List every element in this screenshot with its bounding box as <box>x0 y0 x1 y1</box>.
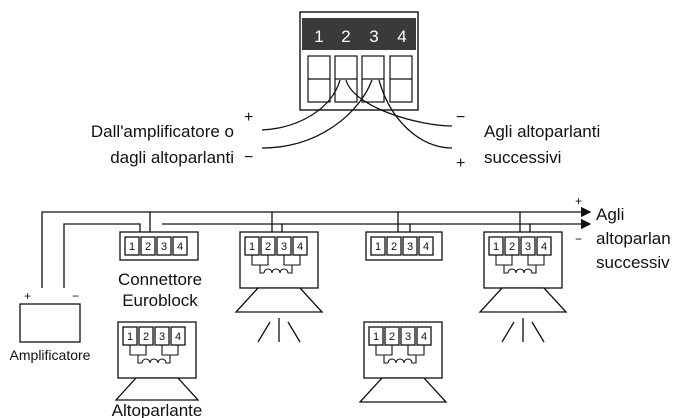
middle-cell-2: 2 <box>391 241 397 253</box>
pin-3: 3 <box>369 27 378 46</box>
speaker-4-cell-1: 1 <box>373 331 379 343</box>
to-speakers-label-2: successivi <box>484 148 561 167</box>
top-left-plus: + <box>244 109 253 126</box>
euroblock-cell-3: 3 <box>161 241 167 253</box>
middle-cell-1: 1 <box>375 241 381 253</box>
out-label-2: altoparlan <box>596 229 671 248</box>
speaker-4-cell-2: 2 <box>389 331 395 343</box>
top-left-minus: − <box>244 149 253 166</box>
speaker-4: 1 2 3 4 <box>358 321 448 403</box>
out-minus: − <box>575 232 582 246</box>
out-label-3: successiv <box>596 253 670 272</box>
euroblock-cell-2: 2 <box>145 241 151 253</box>
speaker-label: Altoparlante <box>112 401 203 418</box>
out-label-1: Agli <box>596 205 624 224</box>
speaker-1-cell-3: 3 <box>281 241 287 253</box>
to-speakers-label-1: Agli altoparlanti <box>484 122 600 141</box>
euroblock-cell-4: 4 <box>177 241 183 253</box>
pin-4: 4 <box>397 27 406 46</box>
euroblock-cell-1: 1 <box>129 241 135 253</box>
amplifier-label: Amplificatore <box>10 347 91 363</box>
top-euroblock-connector: 1 2 3 4 <box>299 11 419 111</box>
amplifier <box>19 303 81 343</box>
speaker-2-cell-4: 4 <box>541 241 547 253</box>
speaker-3-cell-4: 4 <box>175 331 181 343</box>
speaker-1-cell-2: 2 <box>265 241 271 253</box>
speaker-3-cell-3: 3 <box>159 331 165 343</box>
top-right-minus: − <box>456 109 465 126</box>
speaker-1: 1 2 3 4 <box>234 231 324 343</box>
euroblock-label-1: Connettore <box>118 270 202 289</box>
euroblock-connector: 1 2 3 4 <box>119 231 199 261</box>
middle-cell-3: 3 <box>407 241 413 253</box>
speaker-4-cell-4: 4 <box>421 331 427 343</box>
speaker-2: 1 2 3 4 <box>478 231 568 343</box>
speaker-2-cell-3: 3 <box>525 241 531 253</box>
pin-1: 1 <box>314 27 323 46</box>
out-plus: + <box>575 194 582 208</box>
speaker-1-cell-1: 1 <box>249 241 255 253</box>
pin-2: 2 <box>341 27 350 46</box>
amp-minus: − <box>72 289 79 303</box>
speaker-3-cell-2: 2 <box>143 331 149 343</box>
speaker-4-cell-3: 3 <box>405 331 411 343</box>
amp-plus: + <box>24 289 31 303</box>
top-right-plus: + <box>456 155 465 172</box>
bus-wires <box>41 206 592 288</box>
euroblock-label-2: Euroblock <box>122 291 198 310</box>
from-amplifier-label-2: dagli altoparlanti <box>110 148 234 167</box>
middle-cell-4: 4 <box>423 241 429 253</box>
speaker-3-cell-1: 1 <box>127 331 133 343</box>
speaker-2-cell-1: 1 <box>493 241 499 253</box>
speaker-2-cell-2: 2 <box>509 241 515 253</box>
middle-connector: 1 2 3 4 <box>365 231 443 261</box>
speaker-1-cell-4: 4 <box>297 241 303 253</box>
top-wires <box>261 79 453 149</box>
from-amplifier-label-1: Dall'amplificatore o <box>91 122 234 141</box>
speaker-3: 1 2 3 4 <box>114 321 200 401</box>
